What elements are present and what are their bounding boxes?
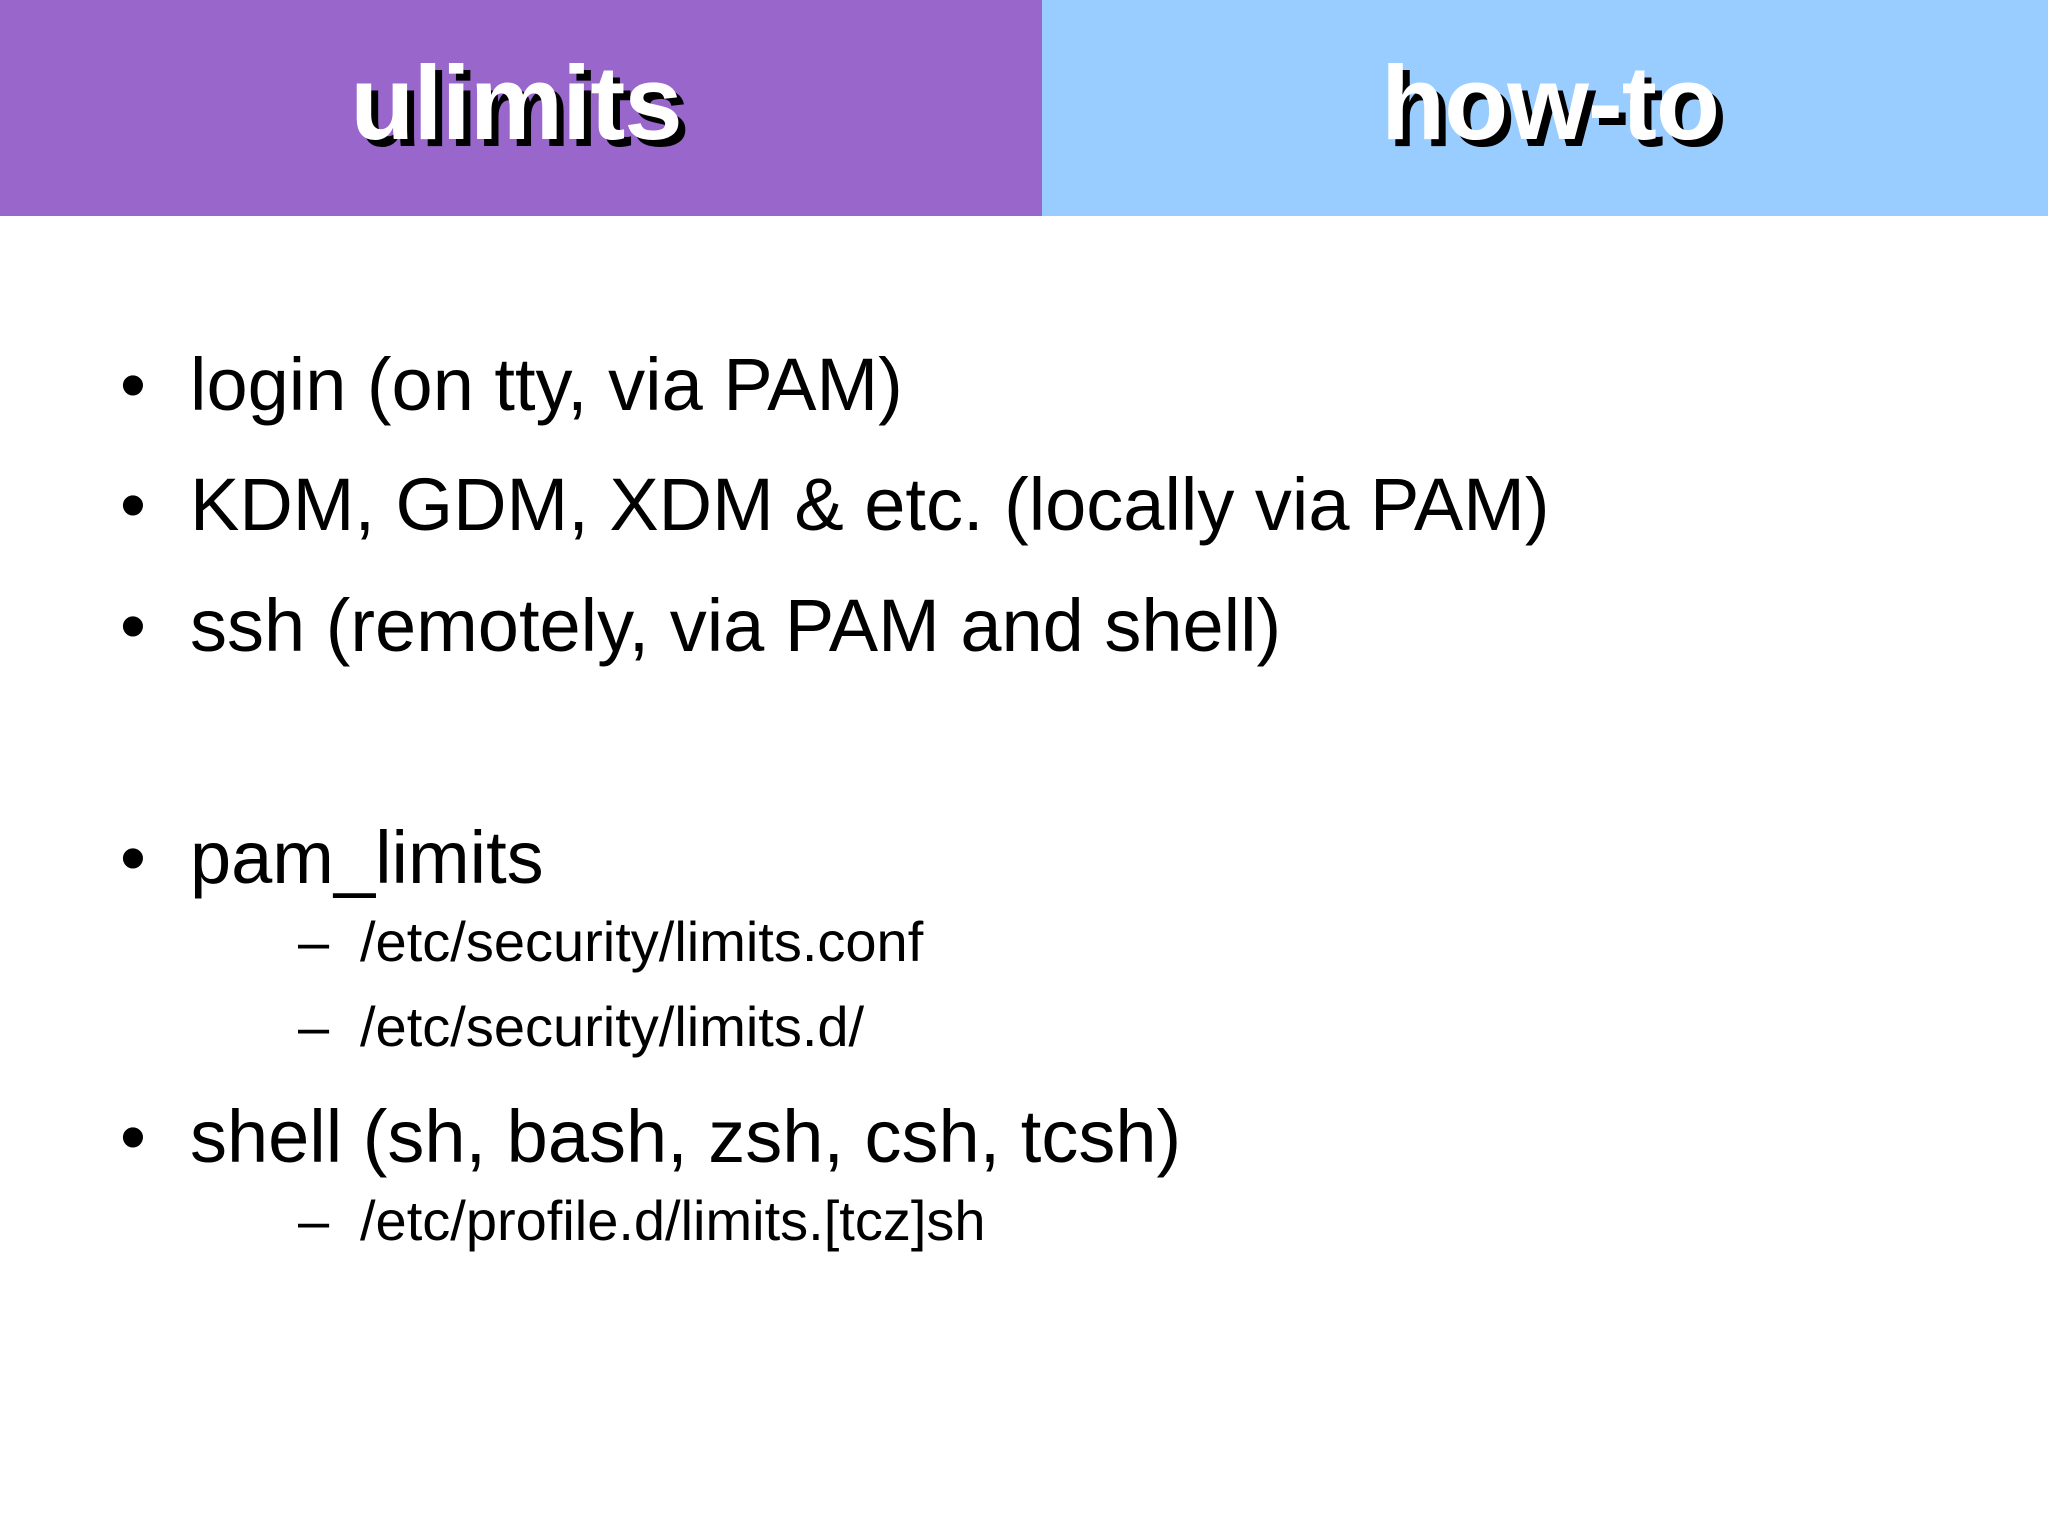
list-item: login (on tty, via PAM) bbox=[60, 343, 1988, 426]
sub-list-item-label: /etc/security/limits.d/ bbox=[360, 995, 865, 1059]
sub-list-wrapper: /etc/security/limits.conf /etc/security/… bbox=[190, 912, 1988, 1057]
list-item-label: pam_limits bbox=[190, 816, 544, 900]
slide-body: login (on tty, via PAM) KDM, GDM, XDM & … bbox=[0, 216, 2048, 1535]
list-item-label: ssh (remotely, via PAM and shell) bbox=[190, 583, 1282, 667]
bullet-marker-icon bbox=[120, 1098, 160, 1176]
sub-list-item: /etc/profile.d/limits.[tcz]sh bbox=[270, 1191, 1988, 1250]
bullet-list: login (on tty, via PAM) KDM, GDM, XDM & … bbox=[60, 343, 1988, 1250]
dash-marker-icon bbox=[298, 997, 338, 1056]
sub-list-item-label: /etc/profile.d/limits.[tcz]sh bbox=[360, 1188, 986, 1252]
bullet-marker-icon bbox=[120, 346, 160, 424]
list-spacer bbox=[60, 707, 1988, 819]
slide-title-secondary: how-to bbox=[1380, 44, 1720, 162]
list-item-label: shell (sh, bash, zsh, csh, tcsh) bbox=[190, 1095, 1182, 1179]
sub-list-item-label: /etc/security/limits.conf bbox=[360, 909, 924, 973]
bullet-marker-icon bbox=[120, 819, 160, 897]
dash-marker-icon bbox=[298, 912, 338, 971]
bullet-marker-icon bbox=[120, 587, 160, 665]
list-item: shell (sh, bash, zsh, csh, tcsh) /etc/pr… bbox=[60, 1098, 1988, 1250]
header-band-left: ulimits bbox=[0, 0, 1042, 216]
sub-list-item: /etc/security/limits.d/ bbox=[270, 997, 1988, 1056]
sub-bullet-list: /etc/profile.d/limits.[tcz]sh bbox=[270, 1191, 1988, 1250]
bullet-marker-icon bbox=[120, 466, 160, 544]
sub-bullet-list: /etc/security/limits.conf /etc/security/… bbox=[270, 912, 1988, 1057]
list-item: KDM, GDM, XDM & etc. (locally via PAM) bbox=[60, 466, 1988, 544]
slide-title-primary: ulimits bbox=[350, 44, 682, 162]
list-item: ssh (remotely, via PAM and shell) bbox=[60, 583, 1988, 667]
dash-marker-icon bbox=[298, 1191, 338, 1250]
list-item-label: KDM, GDM, XDM & etc. (locally via PAM) bbox=[190, 463, 1550, 547]
list-item-label: login (on tty, via PAM) bbox=[190, 343, 903, 426]
slide-header: ulimits how-to bbox=[0, 0, 2048, 216]
header-band-right: how-to bbox=[1042, 0, 2048, 216]
sub-list-wrapper: /etc/profile.d/limits.[tcz]sh bbox=[190, 1191, 1988, 1250]
sub-list-item: /etc/security/limits.conf bbox=[270, 912, 1988, 971]
list-item: pam_limits /etc/security/limits.conf /et… bbox=[60, 816, 1988, 1057]
